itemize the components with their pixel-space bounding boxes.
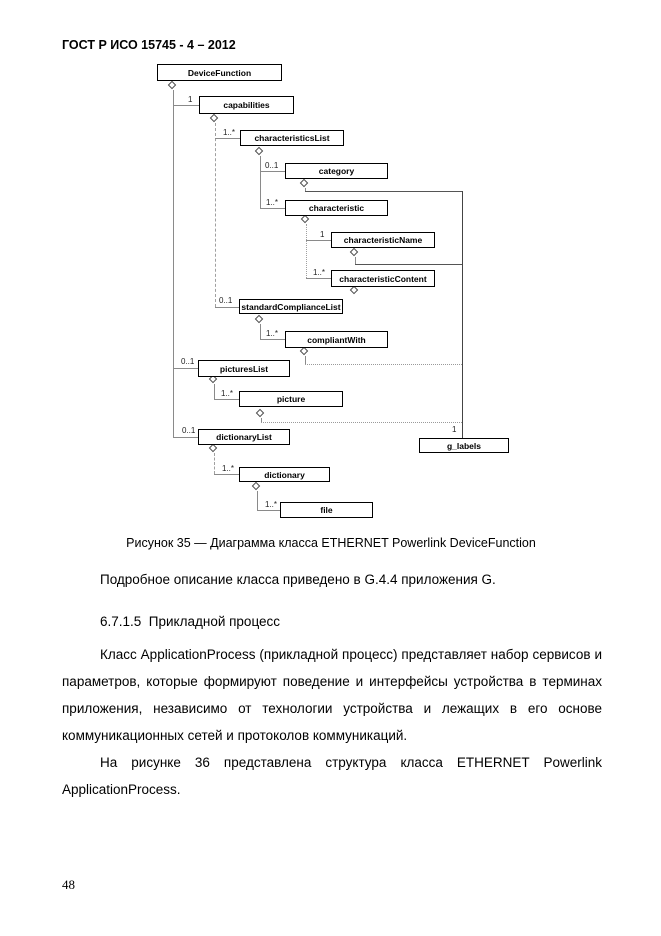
connector-characteristicslist-trunk	[260, 156, 261, 208]
class-box-characteristicslist: characteristicsList	[240, 130, 344, 146]
aggregation-diamond-picture	[255, 408, 265, 418]
multiplicity-characteristicslist: 1..*	[223, 128, 236, 137]
connector-glabels-rail	[462, 191, 463, 438]
paragraph-applicationprocess: Класс ApplicationProcess (прикладной про…	[62, 647, 602, 743]
multiplicity-capabilities: 1	[188, 95, 193, 104]
paragraph-figure36-reference: На рисунке 36 представлена структура кла…	[62, 755, 602, 797]
link-characteristicname-to-rail	[355, 264, 462, 265]
multiplicity-dictionarylist: 0..1	[182, 426, 196, 435]
link-picture-to-rail	[261, 422, 462, 423]
class-box-capabilities: capabilities	[199, 96, 294, 114]
multiplicity-category: 0..1	[265, 161, 279, 170]
aggregation-diamond-capabilities	[209, 113, 219, 123]
class-box-devicefunction: DeviceFunction	[157, 64, 282, 81]
multiplicity-characteristic: 1..*	[266, 198, 279, 207]
class-box-dictionary: dictionary	[239, 467, 330, 482]
multiplicity-pictureslist: 0..1	[181, 357, 195, 366]
aggregation-diamond-standardcompliancelist	[254, 314, 264, 324]
class-box-glabels: g_labels	[419, 438, 509, 453]
class-box-compliantwith: compliantWith	[285, 331, 388, 348]
body-text-block: Класс ApplicationProcess (прикладной про…	[62, 641, 602, 803]
multiplicity-compliantwith: 1..*	[266, 329, 279, 338]
connector-devicefunction-trunk	[173, 90, 174, 437]
link-category	[260, 171, 285, 172]
connector-capabilities-trunk	[215, 123, 216, 307]
figure-caption: Рисунок 35 — Диаграмма класса ETHERNET P…	[126, 536, 536, 550]
link-picture	[214, 399, 239, 400]
multiplicity-dictionary: 1..*	[222, 464, 235, 473]
stub-category	[305, 188, 306, 191]
class-box-characteristiccontent: characteristicContent	[331, 270, 435, 287]
connector-dictionarylist-trunk	[214, 453, 215, 474]
aggregation-diamond-characteristicname	[349, 247, 359, 257]
link-compliantwith-to-rail	[305, 364, 462, 365]
link-category-to-rail	[305, 191, 462, 192]
connector-pictureslist-trunk	[214, 384, 215, 399]
aggregation-diamond-category	[299, 178, 309, 188]
connector-dictionary-trunk	[257, 491, 258, 510]
connector-characteristic-trunk	[306, 224, 307, 278]
document-header: ГОСТ Р ИСО 15745 - 4 – 2012	[62, 38, 236, 52]
link-characteristicslist	[215, 138, 240, 139]
page-number: 48	[62, 877, 75, 892]
class-box-picture: picture	[239, 391, 343, 407]
link-dictionary	[214, 474, 239, 475]
link-characteristicname	[306, 240, 331, 241]
class-box-characteristic: characteristic	[285, 200, 388, 216]
multiplicity-glabels: 1	[452, 425, 457, 434]
connector-standardcompliancelist-trunk	[260, 324, 261, 339]
link-standardcompliancelist	[215, 307, 239, 308]
class-box-file: file	[280, 502, 373, 518]
multiplicity-file: 1..*	[265, 500, 278, 509]
paragraph-intro: Подробное описание класса приведено в G.…	[100, 572, 496, 587]
aggregation-diamond-devicefunction	[167, 80, 177, 90]
section-heading-6715: 6.7.1.5 Прикладной процесс	[100, 614, 281, 629]
multiplicity-characteristiccontent: 1..*	[313, 268, 326, 277]
link-compliantwith	[260, 339, 285, 340]
link-characteristic	[260, 208, 285, 209]
aggregation-diamond-compliantwith	[299, 346, 309, 356]
multiplicity-standardcompliancelist: 0..1	[219, 296, 233, 305]
class-box-pictureslist: picturesList	[198, 360, 290, 377]
aggregation-diamond-characteristic	[300, 214, 310, 224]
class-box-standardcompliancelist: standardComplianceList	[239, 299, 343, 314]
stub-compliantwith	[305, 356, 306, 364]
link-dictionarylist	[173, 437, 198, 438]
link-pictureslist	[173, 368, 198, 369]
link-capabilities	[173, 105, 199, 106]
aggregation-diamond-dictionarylist	[208, 443, 218, 453]
link-characteristiccontent	[306, 278, 331, 279]
aggregation-diamond-dictionary	[251, 481, 261, 491]
class-box-characteristicname: characteristicName	[331, 232, 435, 248]
class-box-dictionarylist: dictionaryList	[198, 429, 290, 445]
multiplicity-picture: 1..*	[221, 389, 234, 398]
multiplicity-characteristicname: 1	[320, 230, 325, 239]
stub-characteristicname	[355, 257, 356, 264]
link-file	[257, 510, 280, 511]
aggregation-diamond-characteristiccontent	[349, 285, 359, 295]
class-box-category: category	[285, 163, 388, 179]
stub-picture	[261, 418, 262, 422]
aggregation-diamond-characteristicslist	[254, 146, 264, 156]
